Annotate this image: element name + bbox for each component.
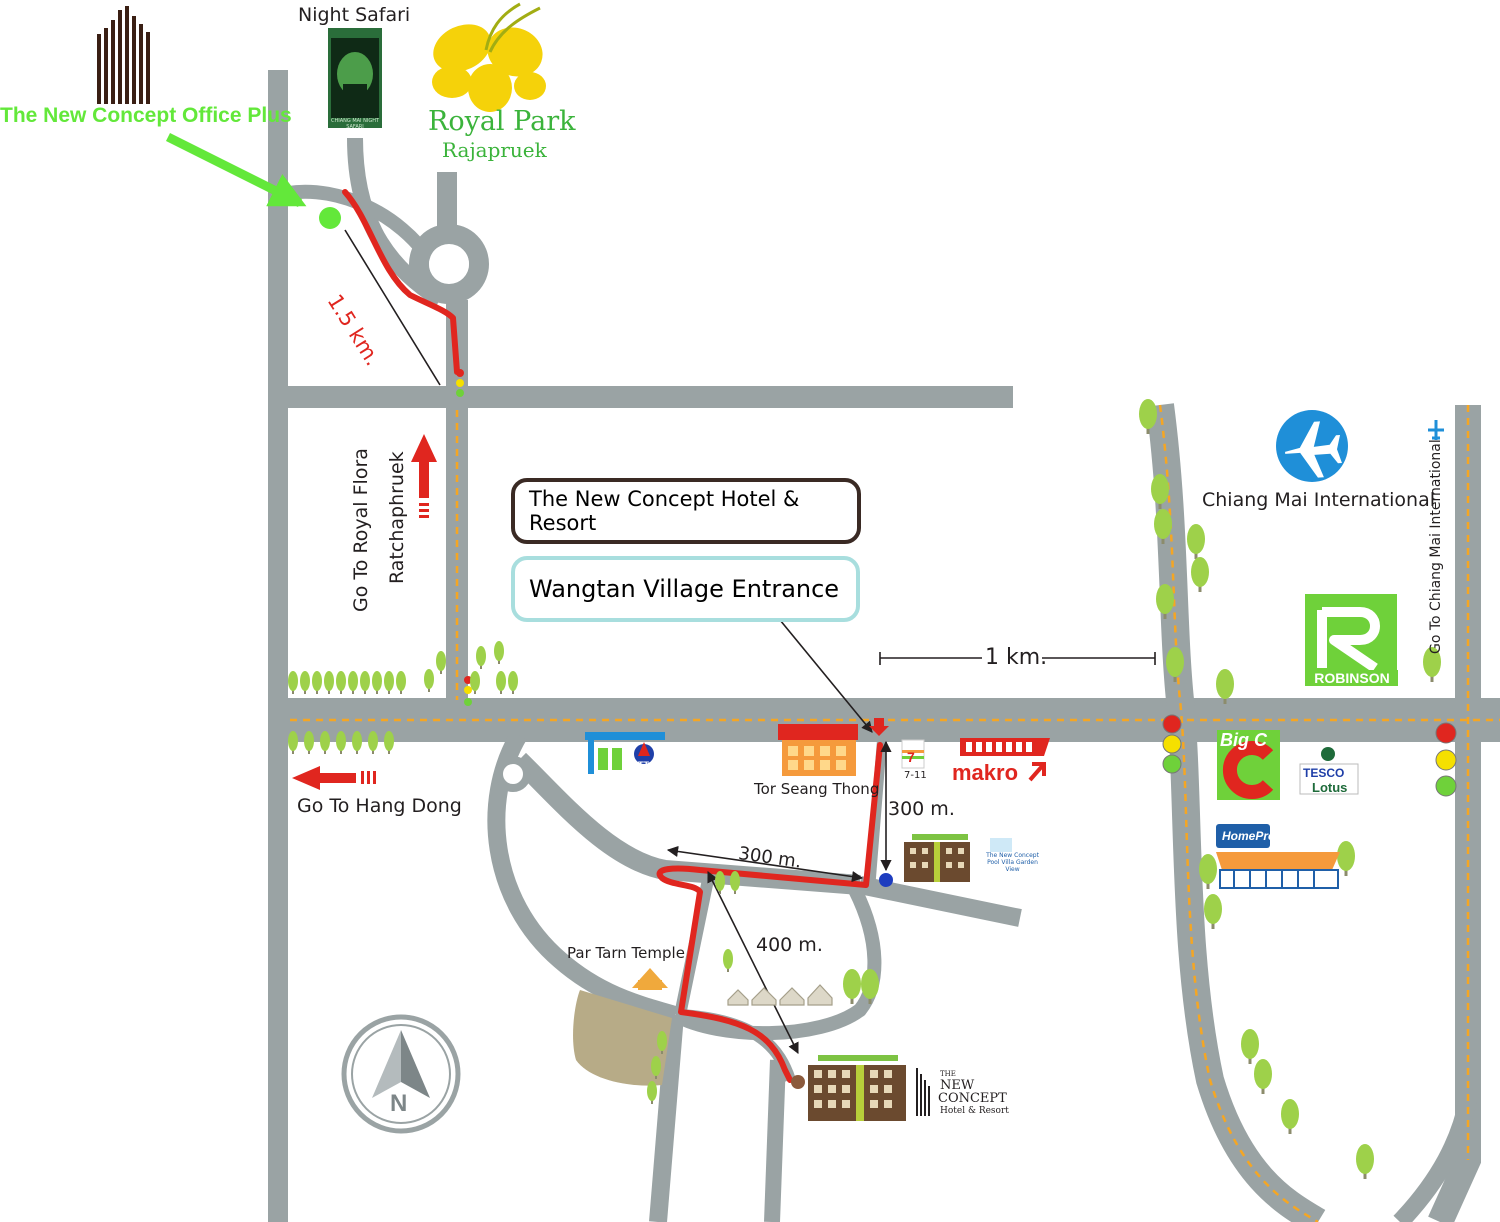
traffic-light-far-east — [1435, 722, 1457, 797]
distance-300-vertical: 300 m. — [888, 798, 955, 820]
tor-seang-thong-label: Tor Seang Thong — [754, 780, 880, 798]
traffic-light-north — [456, 369, 464, 397]
lotus-label: Lotus — [1312, 780, 1348, 795]
royal-park-title: Royal Park — [428, 106, 576, 137]
office-pointer — [165, 132, 307, 208]
pool-villa-label: The New Concept Pool Villa Garden View — [986, 852, 1039, 873]
airport-direction-label: Go To Chiang Mai International — [1428, 439, 1444, 654]
hotel-logo-the: THE — [940, 1070, 956, 1078]
route-office — [342, 189, 460, 375]
villa-dot — [879, 873, 893, 887]
pool-villa-icon — [904, 834, 1012, 882]
makro-icon — [960, 738, 1050, 782]
traffic-light-east — [1162, 714, 1182, 774]
roundabout-island — [429, 244, 469, 284]
par-tarn-temple-label: Par Tarn Temple — [567, 944, 685, 962]
hang-dong-label: Go To Hang Dong — [297, 795, 462, 817]
trees-row-north — [288, 641, 518, 694]
hotel-logo-new: NEW — [940, 1078, 975, 1093]
shop-icon — [778, 724, 858, 776]
homepro-icon — [1216, 824, 1340, 889]
temple-icon — [632, 968, 668, 990]
office-tower-icon — [97, 6, 150, 104]
arrow-up-royal-flora — [411, 434, 437, 518]
entrance-marker-icon — [869, 718, 889, 736]
seven-eleven-icon: 7 — [901, 739, 925, 769]
royal-flora-line1: Go To Royal Flora — [350, 448, 372, 612]
airport-icon — [1276, 410, 1348, 482]
hotel-logo-icon — [916, 1068, 930, 1116]
ptt-label: PTT — [632, 760, 649, 770]
hotel-end-dot — [791, 1075, 805, 1089]
hotel-resort-callout-text: The New Concept Hotel & Resort — [529, 487, 800, 535]
robinson-label: ROBINSON — [1306, 670, 1398, 686]
seven-eleven-label: 7-11 — [904, 770, 927, 781]
hotel-resort-callout: The New Concept Hotel & Resort — [511, 478, 861, 544]
traffic-light-junction — [464, 676, 472, 706]
hotel-building-icon — [808, 1055, 906, 1121]
small-plane-icon — [1428, 420, 1444, 440]
office-dot — [319, 207, 341, 229]
highway-east — [1146, 403, 1326, 1222]
royal-park-subtitle: Rajapruek — [442, 138, 547, 162]
distance-1-km: 1 km. — [985, 645, 1048, 670]
roundabout — [409, 224, 489, 304]
wangtan-callout: Wangtan Village Entrance — [511, 556, 860, 622]
office-plus-label: The New Concept Office Plus — [0, 104, 292, 127]
royal-park-flower-icon — [432, 2, 546, 112]
hotel-logo-sub: Hotel & Resort — [940, 1106, 1009, 1116]
homepro-label: HomePro — [1222, 829, 1276, 843]
village-houses — [727, 984, 833, 1006]
hotel-logo-concept: CONCEPT — [938, 1091, 1007, 1106]
tesco-label: TESCO — [1303, 766, 1345, 780]
compass-north-label: N — [390, 1090, 408, 1117]
airport-label: Chiang Mai International — [1202, 489, 1435, 511]
big-c-icon — [1217, 730, 1280, 800]
pond-area — [573, 990, 672, 1086]
arrow-left-hang-dong — [292, 766, 376, 790]
ptt-station-icon — [585, 732, 665, 774]
wangtan-callout-text: Wangtan Village Entrance — [529, 575, 840, 603]
royal-flora-line2: Ratchaphruek — [386, 451, 408, 584]
svg-text:7: 7 — [907, 749, 915, 765]
big-c-label: Big C — [1220, 730, 1267, 750]
small-roundabout — [495, 756, 531, 792]
night-safari-logo-text: CHIANG MAI NIGHT SAFARI — [330, 118, 380, 130]
lane-markings — [290, 404, 1500, 1222]
night-safari-logo-icon — [328, 28, 382, 128]
distance-400: 400 m. — [756, 934, 823, 956]
night-safari-label: Night Safari — [298, 4, 411, 26]
makro-label: makro — [952, 760, 1019, 785]
tesco-lotus-icon — [1299, 747, 1359, 795]
compass-icon — [341, 1014, 461, 1134]
